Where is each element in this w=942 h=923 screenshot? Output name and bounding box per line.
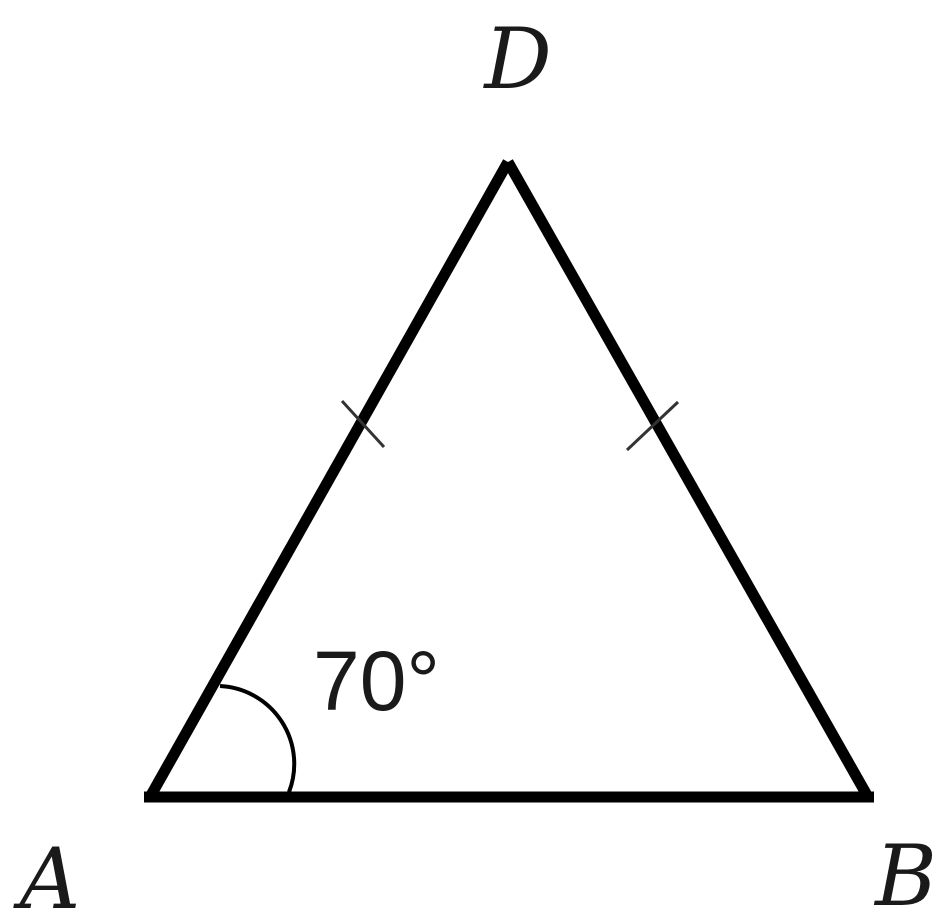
- tick-mark-db: [625, 400, 680, 452]
- triangle: [144, 159, 874, 803]
- vertex-label-d: D: [482, 10, 551, 108]
- vertex-label-a: A: [13, 830, 81, 923]
- equal-side-ticks: [340, 399, 680, 452]
- vertex-label-b: B: [873, 827, 937, 923]
- side-ad: [145, 159, 513, 800]
- tick-mark-ad: [340, 399, 386, 449]
- side-db: [503, 159, 873, 800]
- angle-label-a: 70°: [313, 634, 440, 728]
- angle-arc-a: [219, 684, 297, 793]
